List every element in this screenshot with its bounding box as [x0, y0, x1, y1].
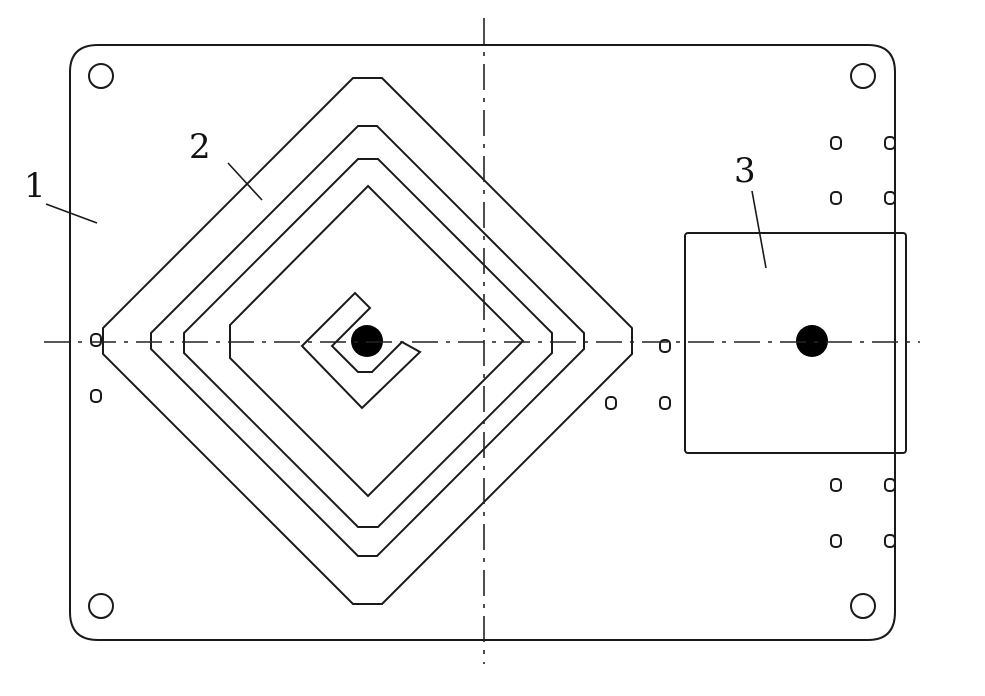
via: [830, 191, 842, 205]
leader-line-chip: [751, 190, 767, 269]
coil-outer-turn: [102, 77, 633, 605]
label-coil: 2: [189, 127, 211, 167]
via: [90, 389, 102, 403]
coil-second-turn: [150, 125, 585, 557]
via: [830, 478, 842, 492]
chip-center-terminal: [796, 325, 828, 357]
via: [90, 333, 102, 347]
mounting-hole-top-left: [88, 63, 114, 89]
via: [830, 534, 842, 548]
coil-center-spiral: [300, 291, 422, 410]
via: [659, 339, 671, 353]
via: [884, 136, 896, 150]
mounting-hole-top-right: [850, 63, 876, 89]
via-group: [90, 136, 896, 548]
board-outline: [69, 44, 896, 641]
via: [830, 136, 842, 150]
via: [884, 191, 896, 205]
coil-center-terminal: [351, 325, 383, 357]
via: [605, 396, 617, 410]
mounting-hole-bottom-right: [850, 593, 876, 619]
chip-module: [684, 232, 907, 454]
label-board: 1: [24, 166, 46, 206]
via: [659, 396, 671, 410]
label-chip: 3: [734, 151, 756, 191]
mounting-hole-bottom-left: [88, 593, 114, 619]
via: [884, 478, 896, 492]
leader-line-board: [45, 203, 98, 224]
coil-third-turn: [183, 158, 553, 528]
leader-line-coil: [227, 162, 263, 201]
via: [884, 534, 896, 548]
coil-inner-turn: [229, 184, 525, 498]
